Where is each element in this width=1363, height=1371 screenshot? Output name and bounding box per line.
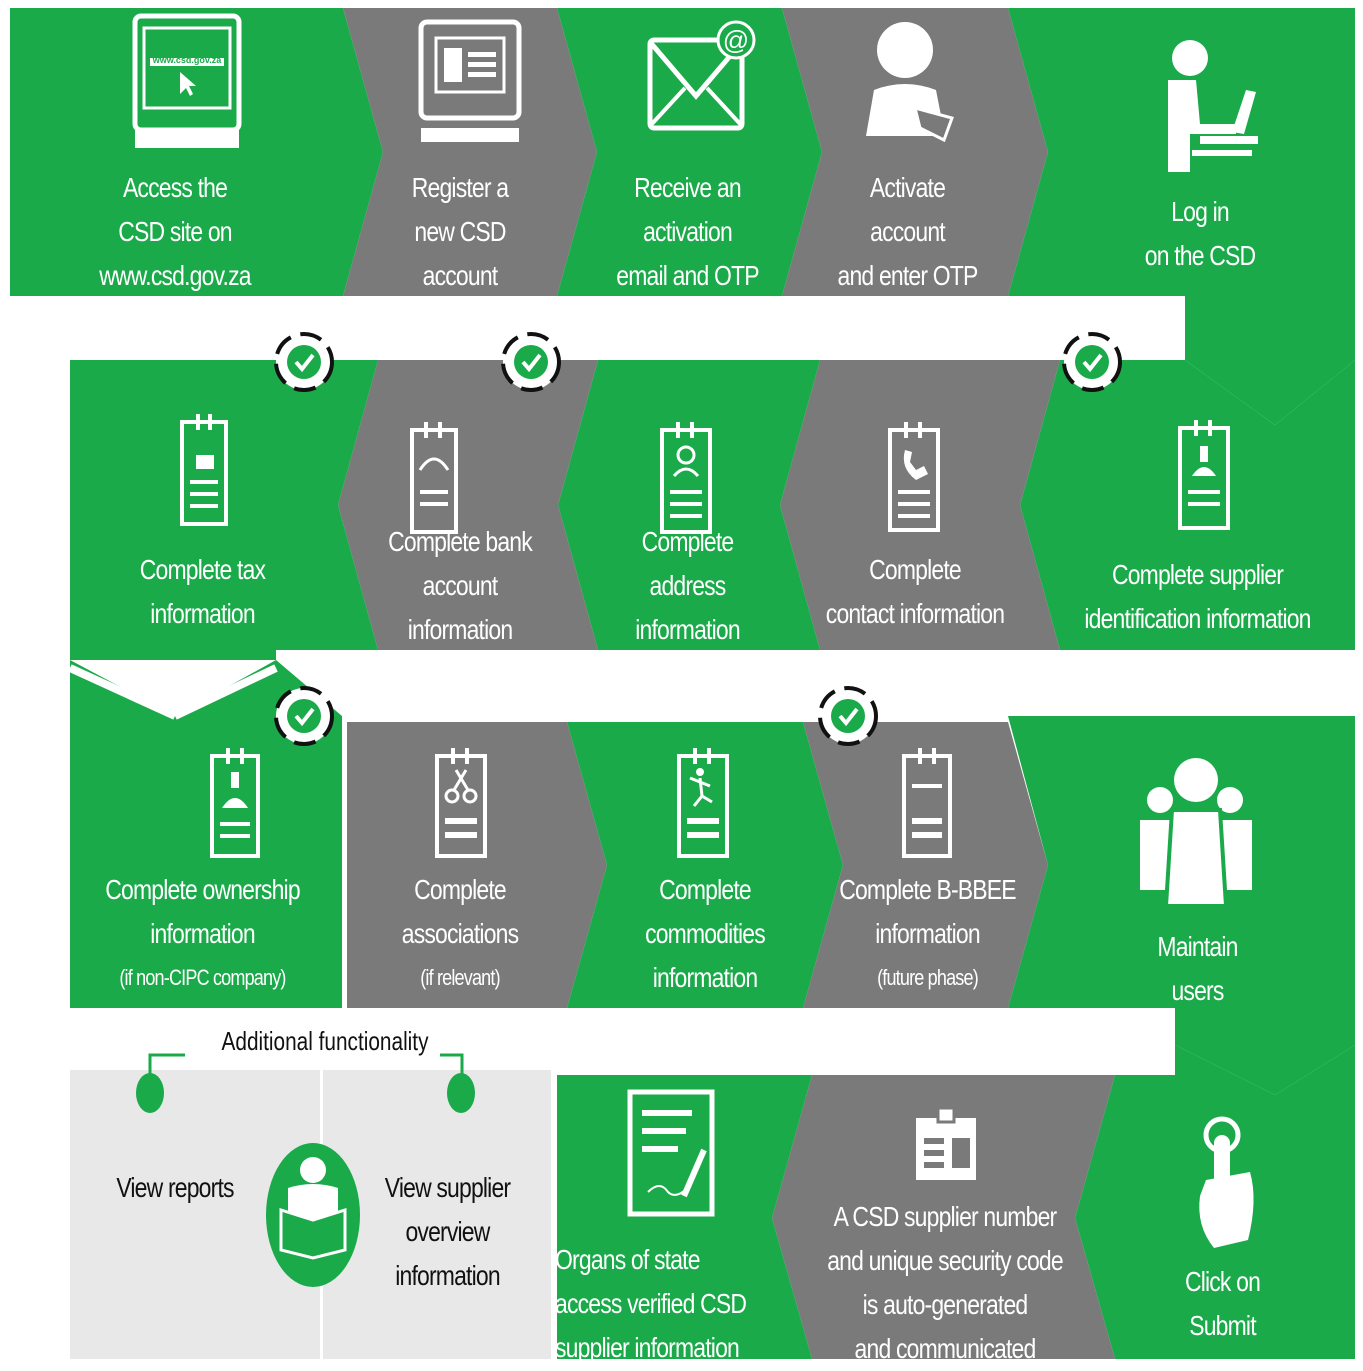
signed-document-icon — [627, 1089, 715, 1217]
step-log-in-chevron — [1008, 8, 1355, 425]
person-signing-icon — [866, 22, 954, 143]
step-access-site-chevron — [10, 8, 383, 296]
refresh-check-icon — [501, 332, 561, 392]
refresh-check-icon — [274, 332, 334, 392]
clipboard-stamp-icon — [210, 748, 260, 858]
refresh-check-icon — [818, 686, 878, 746]
clipboard-tax-icon — [180, 414, 228, 526]
step-ownership-information-chevron — [70, 660, 342, 1008]
connector-dot — [136, 1073, 164, 1113]
step-supplier-number-generated-chevron — [772, 1075, 1115, 1359]
view-supplier-overview-panel — [323, 1070, 551, 1359]
user-group-icon — [1140, 758, 1252, 908]
additional-functionality-title: Additional functionality — [221, 1026, 429, 1056]
reader-icon-figure — [279, 1157, 347, 1260]
view-reports-label[interactable]: View reports — [116, 1172, 234, 1203]
monitor-url-icon — [132, 13, 242, 148]
step-receive-activation-chevron — [557, 8, 822, 296]
clipboard-phone-icon — [888, 422, 940, 532]
step-commodities-information-chevron — [567, 722, 843, 1008]
step-bbbee-information-chevron — [803, 722, 1048, 1008]
clipboard-bank-icon — [410, 422, 458, 534]
svg-text:@: @ — [723, 25, 749, 55]
email-at-icon: @ — [647, 20, 756, 131]
person-laptop-icon — [1168, 40, 1258, 172]
step-register-account-chevron — [343, 8, 597, 296]
clipboard-figure-icon — [677, 748, 729, 858]
clipboard-scissors-icon — [435, 748, 487, 858]
step-bank-account-information-chevron — [338, 360, 598, 650]
step-associations-chevron — [347, 722, 607, 1008]
refresh-check-icon — [1062, 332, 1122, 392]
monitor-url-text: www.csd.gov.za — [152, 55, 222, 65]
refresh-check-icon — [274, 686, 334, 746]
step-activate-account-chevron — [782, 8, 1048, 296]
divider-line — [173, 664, 278, 720]
step-organs-of-state-chevron — [557, 1075, 812, 1359]
clipboard-dots-icon — [902, 748, 952, 858]
divider-line — [68, 664, 177, 720]
clipboard-stamp-icon — [1178, 420, 1230, 530]
finger-press-icon — [1199, 1116, 1254, 1248]
step-supplier-identification-chevron — [1020, 360, 1355, 650]
connector-dot — [447, 1073, 475, 1113]
registration-form-screen-icon — [418, 19, 522, 142]
id-badge-icon — [916, 1106, 976, 1180]
clipboard-person-icon — [660, 422, 712, 534]
